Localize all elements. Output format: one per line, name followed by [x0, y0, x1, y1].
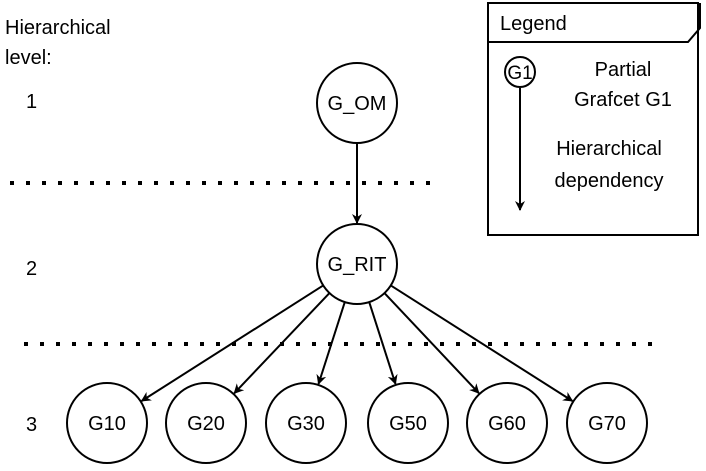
edge-rit-to-g20 [233, 292, 331, 394]
edge-layer [140, 143, 574, 402]
node-g20: G20 [165, 382, 247, 464]
edge-rit-to-g30 [316, 301, 346, 385]
node-g-om: G_OM [316, 62, 398, 144]
level-heading-line2: level: [5, 47, 52, 69]
node-g50-label: G50 [389, 413, 427, 435]
node-g-om-label: G_OM [328, 93, 387, 115]
node-g10-label: G10 [88, 413, 126, 435]
edge-rit-to-g70 [390, 284, 574, 402]
node-g10: G10 [66, 382, 148, 464]
edge-rit-to-g10 [140, 284, 324, 402]
node-g20-label: G20 [187, 413, 225, 435]
edge-rit-to-g50 [368, 301, 398, 385]
level-label-2: 2 [26, 258, 37, 280]
level-label-1: 1 [26, 91, 37, 113]
legend-title-tab [488, 3, 701, 43]
edge-rit-to-g60 [383, 292, 480, 394]
node-g60: G60 [466, 382, 548, 464]
legend: Legend G1 Partial Grafcet G1 Hierarchica… [487, 2, 701, 236]
node-g-rit: G_RIT [316, 223, 398, 305]
node-g50: G50 [367, 382, 449, 464]
node-g-rit-label: G_RIT [328, 254, 387, 276]
legend-edge-desc-line2: dependency [555, 170, 664, 192]
legend-title: Legend [500, 13, 567, 35]
level-label-3: 3 [26, 414, 37, 436]
node-g30-label: G30 [287, 413, 325, 435]
level-heading-line1: Hierarchical [5, 17, 111, 39]
node-g60-label: G60 [488, 413, 526, 435]
legend-sample-node-label: G1 [507, 63, 532, 84]
legend-edge-desc-line1: Hierarchical [556, 138, 662, 160]
node-g70-label: G70 [588, 413, 626, 435]
node-g70: G70 [566, 382, 648, 464]
legend-node-desc-line1: Partial [595, 59, 652, 81]
node-g30: G30 [265, 382, 347, 464]
legend-sample-node [504, 56, 536, 88]
legend-node-desc-line2: Grafcet G1 [574, 89, 672, 111]
